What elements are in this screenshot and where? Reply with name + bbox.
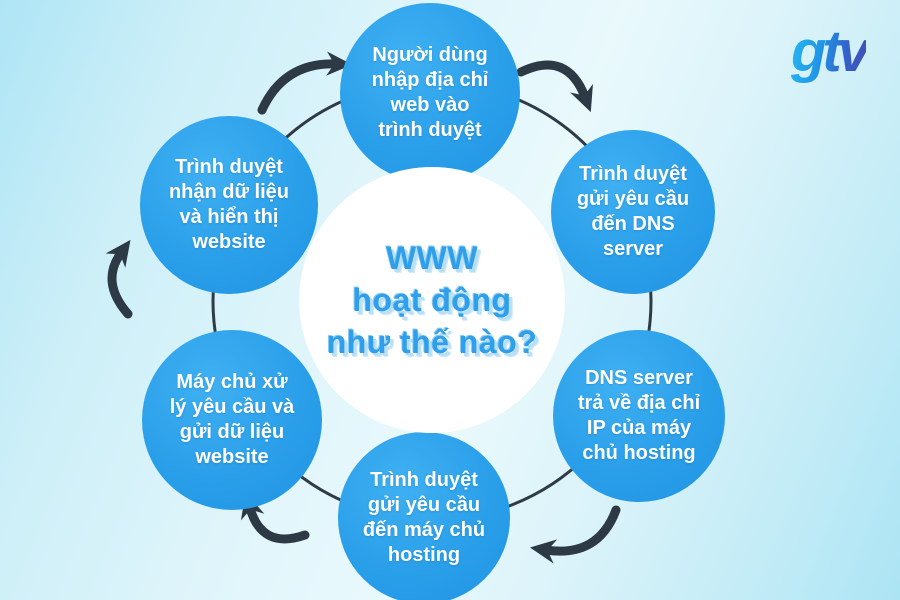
gtv-logo: gtv: [791, 19, 870, 84]
step-circle-dns-returns-ip: DNS server trả về địa chỉ IP của máy chủ…: [553, 330, 725, 502]
step-circle-user-enters-url: Người dùng nhập địa chỉ web vào trình du…: [340, 3, 520, 183]
step-circle-browser-requests-host: Trình duyệt gửi yêu cầu đến máy chủ host…: [338, 432, 510, 600]
step-circle-server-sends-data: Máy chủ xử lý yêu cầu và gửi dữ liệu web…: [142, 330, 322, 510]
curved-arrow-icon-top-left: [257, 51, 353, 115]
step-label: Trình duyệt nhận dữ liệu và hiển thị web…: [168, 156, 290, 253]
curved-arrow-icon-left: [105, 239, 133, 319]
center-circle: WWW hoạt động như thế nào?: [299, 167, 565, 433]
diagram-title: WWW hoạt động như thế nào?: [326, 239, 538, 361]
step-label: Trình duyệt gửi yêu cầu đến DNS server: [576, 163, 690, 260]
step-circle-browser-queries-dns: Trình duyệt gửi yêu cầu đến DNS server: [551, 130, 715, 294]
curved-arrow-icon-bottom-left: [240, 492, 310, 544]
step-label: Người dùng nhập địa chỉ web vào trình du…: [371, 44, 489, 141]
step-label: DNS server trả về địa chỉ IP của máy chủ…: [577, 367, 701, 464]
step-label: Máy chủ xử lý yêu cầu và gửi dữ liệu web…: [169, 371, 295, 468]
curved-arrow-icon-top-right: [516, 60, 593, 113]
step-label: Trình duyệt gửi yêu cầu đến máy chủ host…: [362, 469, 486, 566]
step-circle-browser-renders-site: Trình duyệt nhận dữ liệu và hiển thị web…: [140, 116, 318, 294]
curved-arrow-icon-bottom-right: [529, 505, 621, 564]
